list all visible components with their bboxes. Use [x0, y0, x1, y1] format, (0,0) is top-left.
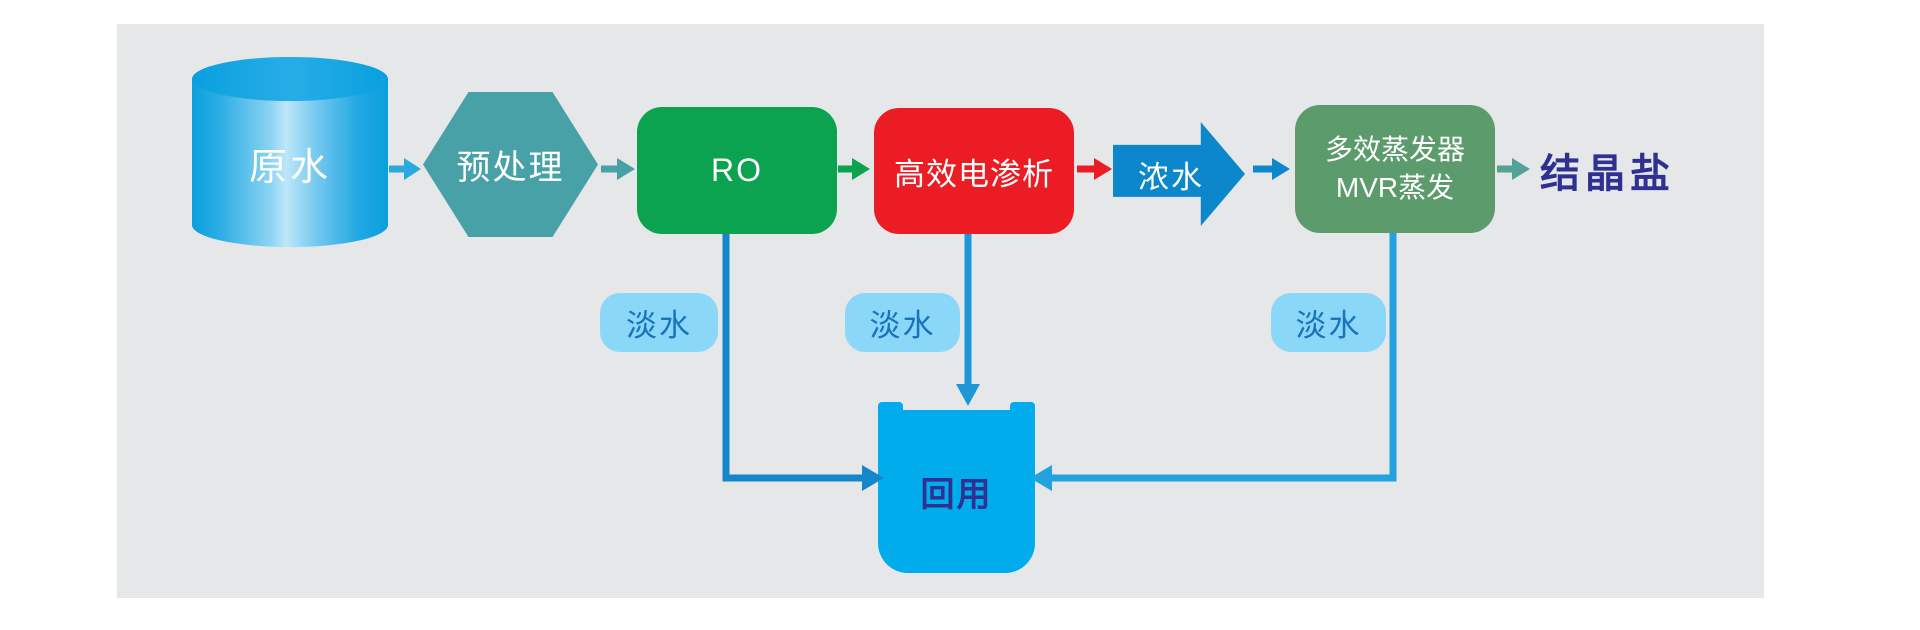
fresh-water-tag-1: 淡水 — [600, 293, 718, 352]
node-evaporator: 多效蒸发器 MVR蒸发 — [1295, 105, 1495, 233]
node-reuse-tank: 回用 — [878, 402, 1035, 573]
node-concentrate-label: 浓水 — [1138, 159, 1204, 195]
cylinder-body — [192, 79, 388, 247]
node-raw-water: 原水 — [192, 57, 388, 247]
node-evaporator-line2: MVR蒸发 — [1335, 172, 1455, 203]
node-raw-water-label: 原水 — [248, 146, 331, 189]
cylinder-top-ellipse — [192, 57, 388, 101]
node-evaporator-line1: 多效蒸发器 — [1324, 134, 1465, 165]
fresh-water-tag-2: 淡水 — [845, 293, 960, 352]
node-electrodialysis: 高效电渗析 — [874, 108, 1074, 234]
node-crystal-salt: 结晶盐 — [1540, 152, 1675, 196]
node-reuse-label: 回用 — [920, 476, 993, 514]
node-ro: RO — [637, 107, 837, 234]
fresh-water-tag-3: 淡水 — [1271, 293, 1386, 352]
